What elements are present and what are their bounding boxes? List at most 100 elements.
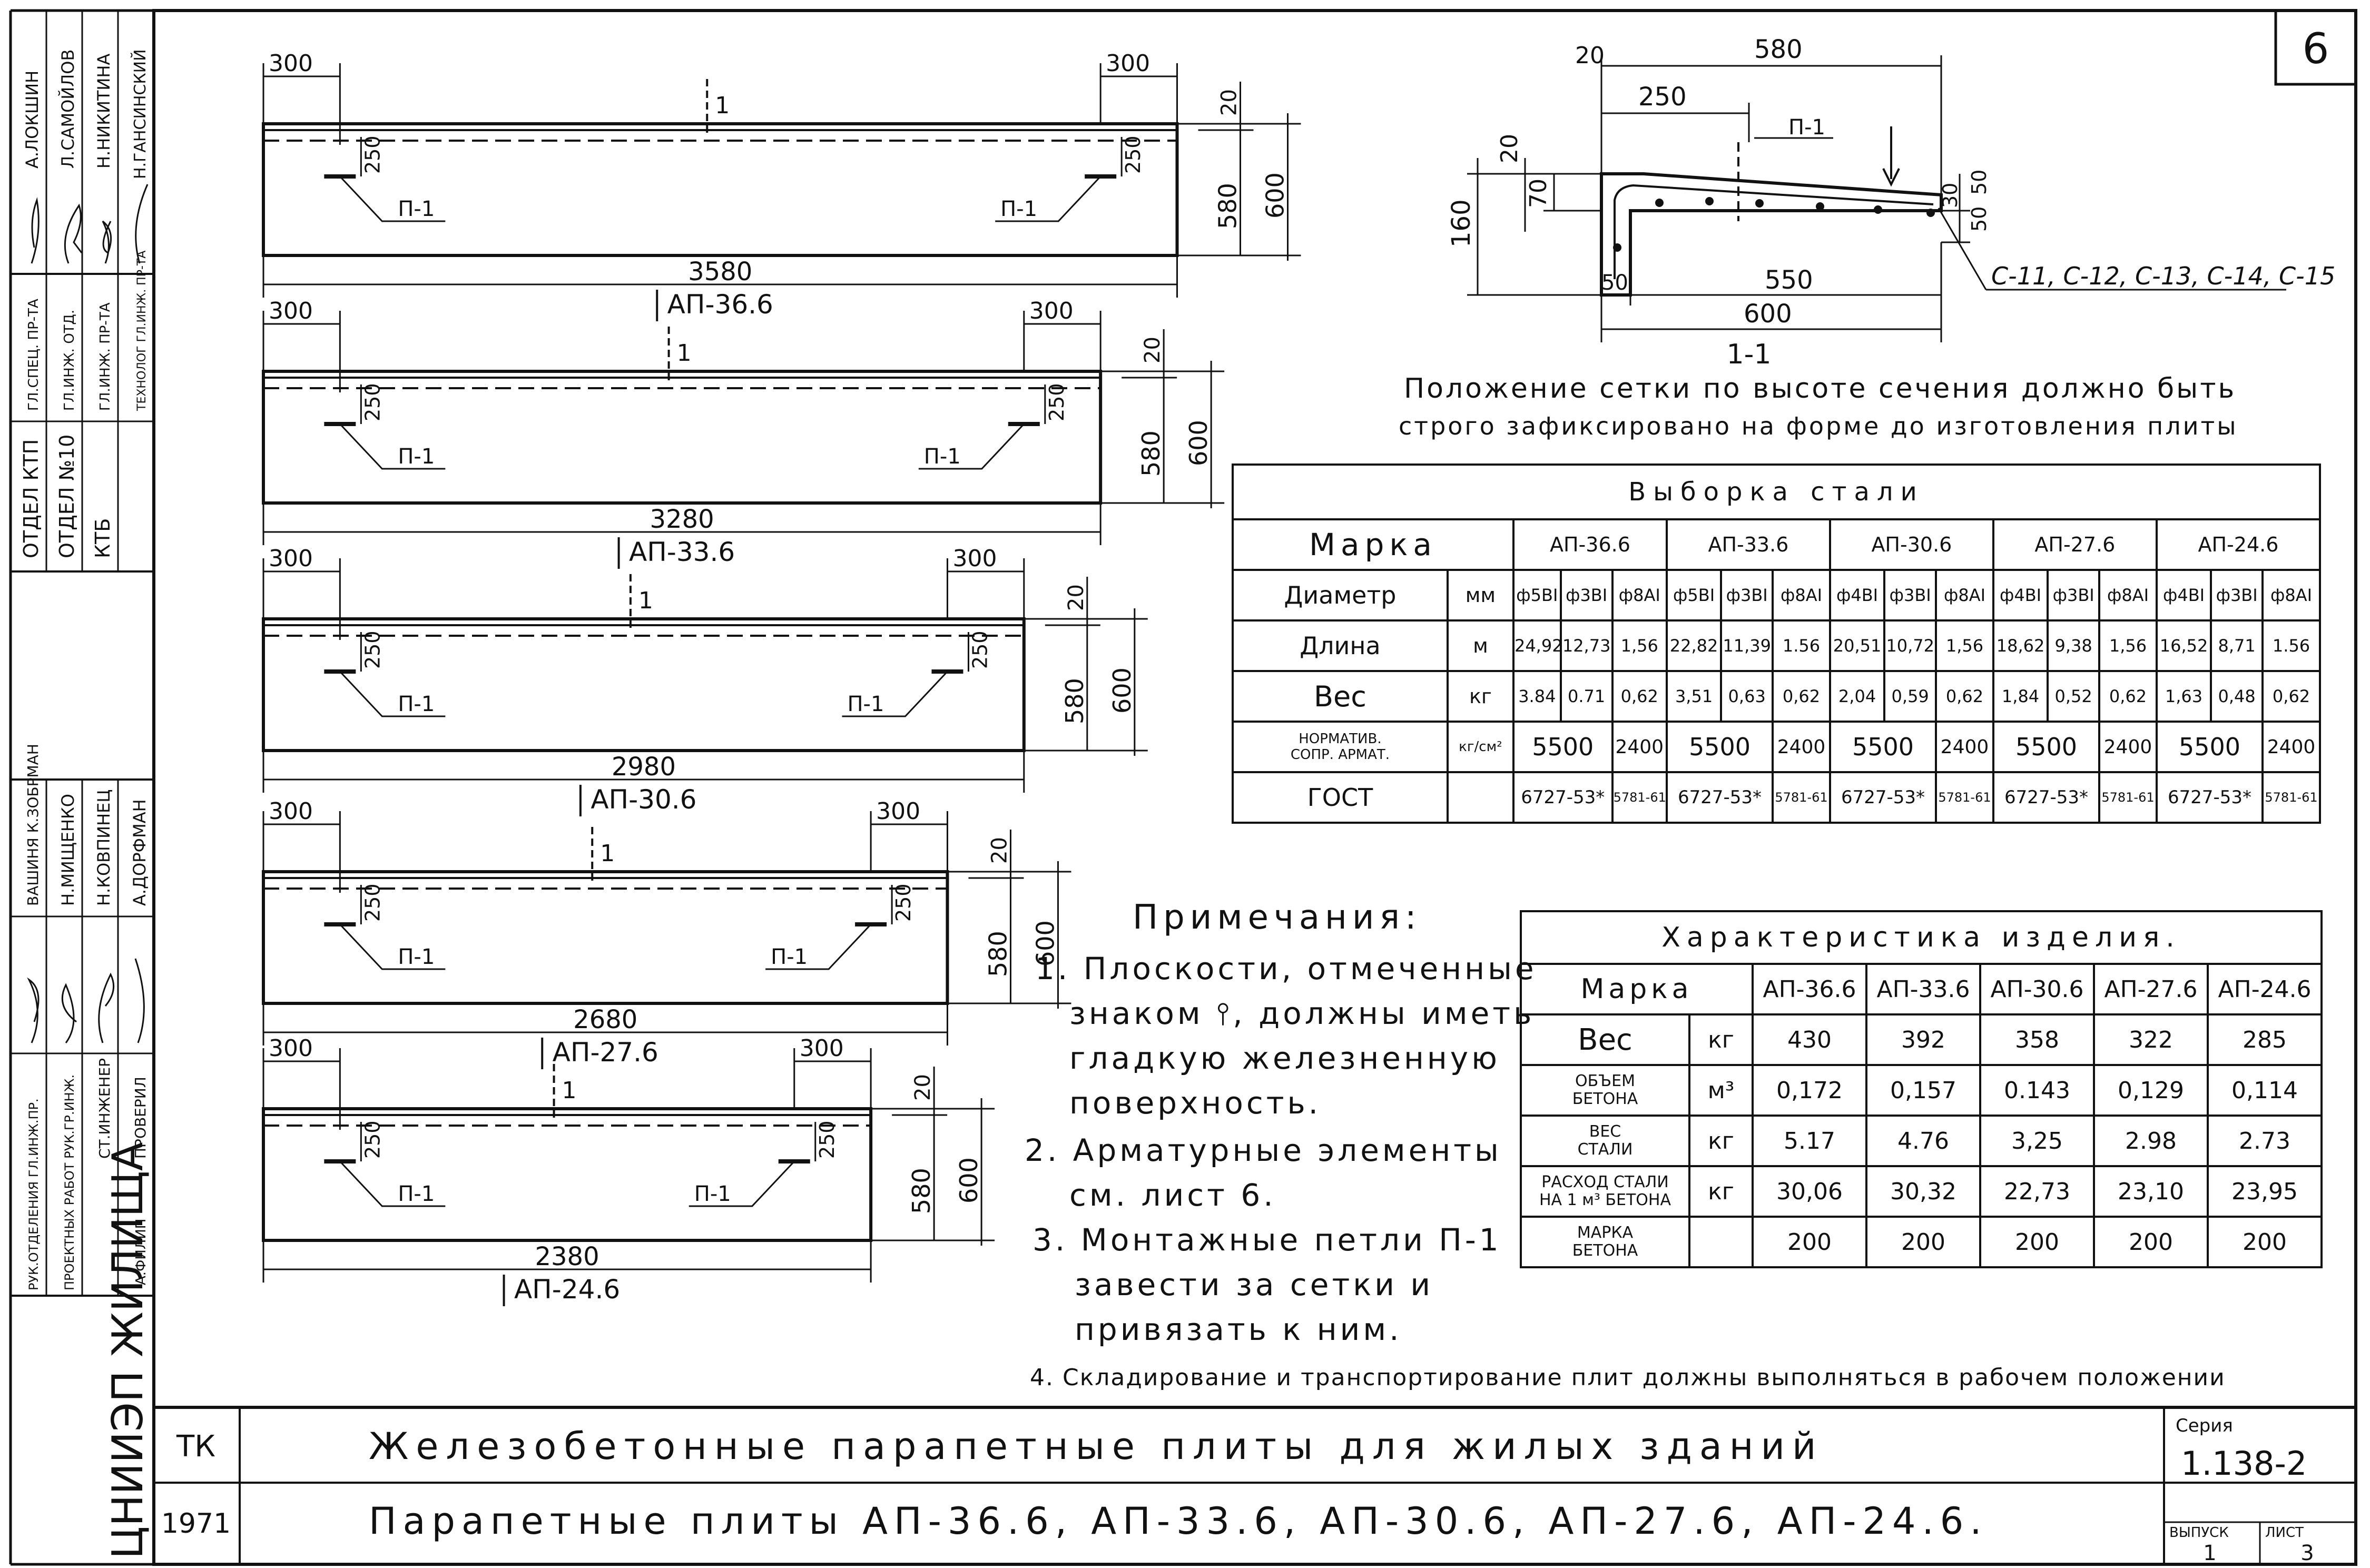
end-dim-right: 300 (1029, 298, 1074, 324)
end-dim-left: 300 (269, 798, 313, 825)
height-dim-580: 580 (907, 1168, 936, 1214)
height-dim-580: 580 (984, 931, 1012, 977)
prod-value-cell: 2.73 (2206, 1115, 2323, 1167)
length-dim: 3280 (650, 505, 714, 534)
steel-mark-label: Марка (1232, 518, 1515, 571)
loop-height: 250 (361, 135, 384, 174)
prod-row-unit: кг (1688, 1165, 1754, 1218)
sec-nets: С-11, С-12, С-13, С-14, С-15 (1991, 262, 2335, 290)
weights-cell: 3,51 (1665, 670, 1723, 723)
lengths-cell: 1,56 (1935, 619, 1994, 672)
end-dim-left: 300 (269, 1035, 313, 1062)
steel-mark: АП-33.6 (1665, 518, 1831, 571)
note-line: 3. Монтажные петли П-1 (1032, 1222, 1502, 1258)
norms-cell: 5500 (1992, 721, 2101, 773)
note-line: 1. Плоскости, отмеченные (1035, 951, 1537, 987)
norm-label: НОРМАТИВ. СОПР. АРМАТ. (1232, 721, 1449, 773)
prod-value-cell: 0,157 (1865, 1064, 1981, 1117)
norms-cell: 5500 (1512, 721, 1614, 773)
prod-row-unit: м³ (1688, 1064, 1754, 1117)
prod-row-unit: кг (1688, 1013, 1754, 1066)
stamp-org-1: ОТДЕЛ КТП (19, 439, 43, 558)
height-dim-600: 600 (955, 1157, 983, 1204)
gosts-cell: 6727-53* (1992, 771, 2101, 824)
panel-mark: АП-36.6 (667, 289, 773, 320)
note-line: привязать к ним. (1075, 1311, 1402, 1347)
prod-value-cell: 430 (1752, 1013, 1867, 1066)
lengths-cell: 9,38 (2047, 619, 2101, 672)
note-line: см. лист 6. (1069, 1177, 1276, 1213)
weight-label: Вес (1232, 670, 1449, 723)
prod-mark: АП-24.6 (2206, 963, 2323, 1015)
signature-b3 (98, 972, 115, 1043)
tk-label: ТК (176, 1429, 215, 1464)
length-dim: 2380 (535, 1242, 599, 1271)
signature-4 (135, 184, 149, 264)
gosts-cell: 6727-53* (1665, 771, 1774, 824)
lengths-cell: 18,62 (1992, 619, 2049, 672)
loop-label: П-1 (847, 692, 884, 716)
stamp-org-2: ОТДЕЛ №10 (55, 435, 78, 558)
section-reinforcement (1614, 184, 1934, 279)
stamp-bextra: А.ФИЛИП (133, 1219, 149, 1285)
diameters-cell: ф3ВI (1720, 569, 1774, 622)
stamp-org-3: КТБ (91, 518, 114, 558)
product-characteristics-table: Характеристика изделия. Марка АП-36.6 АП… (1519, 910, 2323, 1268)
prod-mark: АП-27.6 (2093, 963, 2209, 1015)
sec-dim-20: 20 (1575, 42, 1605, 69)
stamp-name-1: А.ЛОКШИН (22, 71, 42, 169)
end-dim-right: 300 (1106, 50, 1150, 77)
loop-label: П-1 (694, 1182, 731, 1206)
diameters-cell: ф8АI (1935, 569, 1994, 622)
loop-label: П-1 (398, 445, 435, 469)
diameters-cell: ф3ВI (2210, 569, 2264, 622)
gosts-cell: 5781-61 (1772, 771, 1831, 824)
gosts-cell: 5781-61 (2098, 771, 2158, 824)
prod-value-cell: 4.76 (1865, 1115, 1981, 1167)
weights-cell: 0,63 (1720, 670, 1774, 723)
prod-value-cell: 200 (1752, 1216, 1867, 1268)
stamp-role-3: ГЛ.ИНЖ. ПР-ТА (97, 302, 113, 411)
loop-height: 250 (361, 383, 384, 421)
prod-value-cell: 30,06 (1752, 1165, 1867, 1218)
diameter-label: Диаметр (1232, 569, 1449, 622)
prod-mark-label: Марка (1520, 963, 1754, 1015)
lengths-cell: 8,71 (2210, 619, 2264, 672)
lengths-cell: 10,72 (1883, 619, 1938, 672)
sec-caption-1: Положение сетки по высоте сечения должно… (1404, 373, 2236, 405)
end-dim-left: 300 (269, 545, 313, 572)
end-dim-right: 300 (952, 545, 997, 572)
panel-mark: АП-30.6 (591, 784, 696, 815)
prod-value-cell: 2.98 (2093, 1115, 2209, 1167)
prod-mark: АП-30.6 (1979, 963, 2095, 1015)
diameters-cell: ф5ВI (1665, 569, 1723, 622)
weights-cell: 0.71 (1559, 670, 1614, 723)
prod-row-unit: кг (1688, 1115, 1754, 1167)
loop-height: 250 (892, 883, 915, 922)
prod-value-cell: 322 (2093, 1013, 2209, 1066)
end-dim-left: 300 (269, 298, 313, 324)
stamp-bname-4: А.ДОРФМАН (130, 799, 150, 906)
prod-value-cell: 285 (2206, 1013, 2323, 1066)
loop-height: 250 (968, 630, 991, 669)
norm-unit: кг/см² (1446, 721, 1515, 773)
prod-value-cell: 0,114 (2206, 1064, 2323, 1117)
weights-cell: 3.84 (1512, 670, 1562, 723)
prod-value-cell: 200 (2093, 1216, 2209, 1268)
prod-row-label: Вес (1520, 1013, 1690, 1066)
steel-selection-table: Выборка стали Марка АП-36.6 АП-33.6 АП-3… (1232, 464, 2322, 824)
prod-value-cell: 23,10 (2093, 1165, 2209, 1218)
gosts-cell: 6727-53* (1512, 771, 1614, 824)
lengths-cell: 12,73 (1559, 619, 1614, 672)
end-dim-right: 300 (876, 798, 920, 825)
height-dim-600: 600 (1108, 667, 1136, 714)
stamp-brole-4: ПРОВЕРИЛ (132, 1077, 149, 1159)
diameters-cell: ф4ВI (1992, 569, 2049, 622)
norms-cell: 5500 (1828, 721, 1938, 773)
steel-mark: АП-27.6 (1992, 518, 2158, 571)
title-block: ТК 1971 Железобетонные парапетные плиты … (154, 1406, 2356, 1565)
